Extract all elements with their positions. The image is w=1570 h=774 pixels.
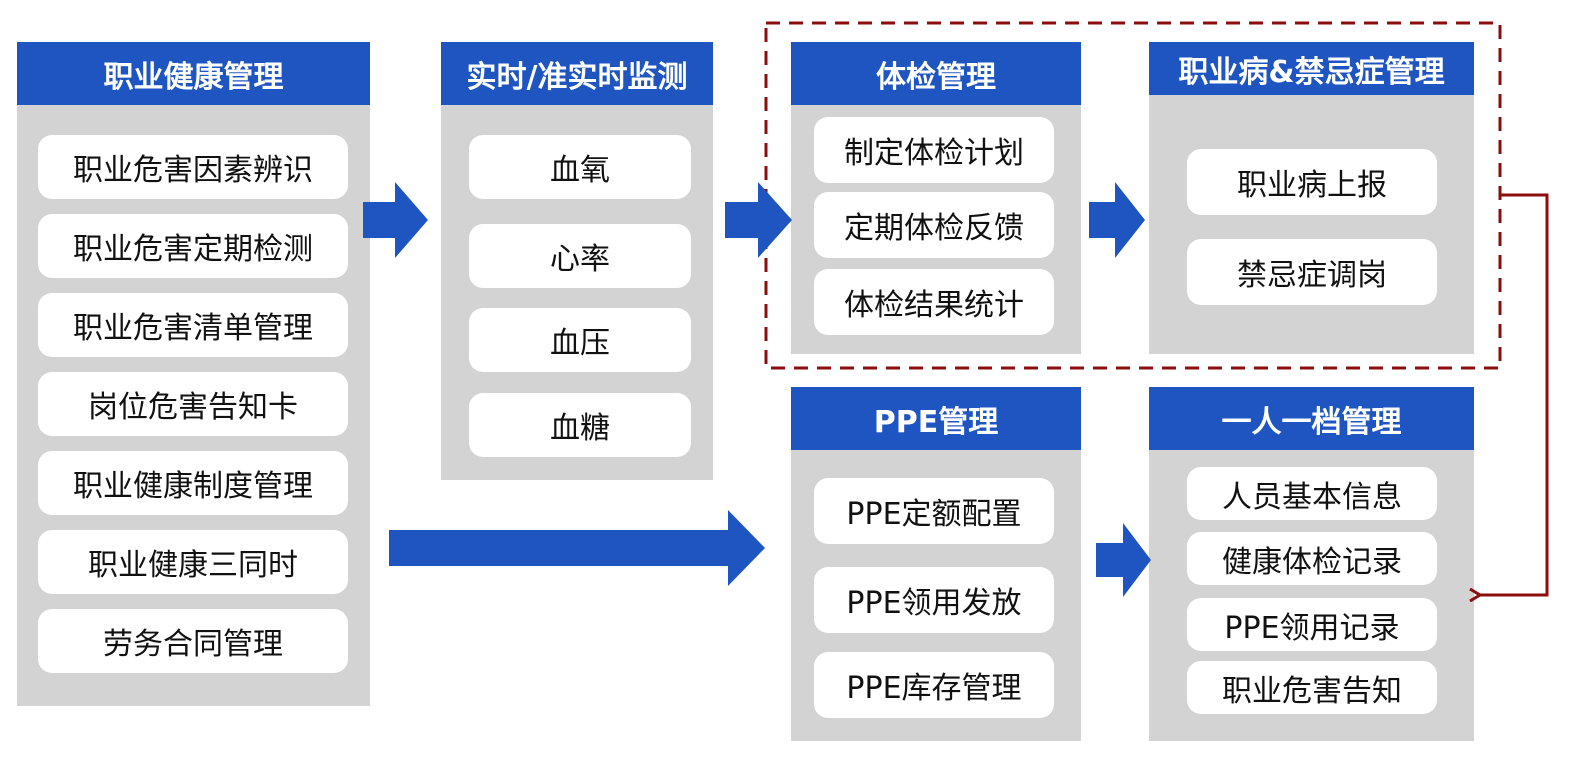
list-item: 职业健康制度管理 (38, 451, 348, 515)
arrow-ppe-to-archive (1096, 523, 1151, 597)
group-to-archive-connector (1480, 193, 1549, 595)
list-item: 职业危害定期检测 (38, 214, 348, 278)
list-item: 血压 (469, 308, 691, 372)
dashed-group-box (764, 21, 1502, 370)
panel-title: 实时/准实时监测 (441, 42, 713, 105)
list-item: 职业危害告知 (1187, 661, 1437, 714)
arrow-exam-to-disease (1089, 182, 1145, 258)
panel-title: 职业病&禁忌症管理 (1149, 42, 1474, 95)
list-item: 体检结果统计 (814, 269, 1054, 335)
list-item: PPE库存管理 (814, 652, 1054, 718)
list-item: 人员基本信息 (1187, 467, 1437, 520)
list-item: PPE定额配置 (814, 478, 1054, 544)
list-item: 劳务合同管理 (38, 609, 348, 673)
list-item: 血氧 (469, 135, 691, 199)
list-item: 职业健康三同时 (38, 530, 348, 594)
list-item: 定期体检反馈 (814, 192, 1054, 258)
panel-title: 职业健康管理 (17, 42, 370, 105)
list-item: 禁忌症调岗 (1187, 239, 1437, 305)
list-item: 职业危害清单管理 (38, 293, 348, 357)
panel-title: PPE管理 (791, 387, 1081, 450)
panel-physical-exam: 体检管理 制定体检计划 定期体检反馈 体检结果统计 (791, 42, 1081, 354)
panel-one-person-one-file: 一人一档管理 人员基本信息 健康体检记录 PPE领用记录 职业危害告知 (1149, 387, 1474, 741)
list-item: 心率 (469, 224, 691, 288)
list-item: PPE领用发放 (814, 567, 1054, 633)
panel-title: 体检管理 (791, 42, 1081, 105)
list-item: 岗位危害告知卡 (38, 372, 348, 436)
panel-occupational-disease: 职业病&禁忌症管理 职业病上报 禁忌症调岗 (1149, 42, 1474, 354)
panel-realtime-monitoring: 实时/准实时监测 血氧 心率 血压 血糖 (441, 42, 713, 480)
panel-ppe: PPE管理 PPE定额配置 PPE领用发放 PPE库存管理 (791, 387, 1081, 741)
list-item: 职业病上报 (1187, 149, 1437, 215)
arrow-health-to-monitor (363, 182, 428, 258)
panel-occupational-health: 职业健康管理 职业危害因素辨识 职业危害定期检测 职业危害清单管理 岗位危害告知… (17, 42, 370, 706)
list-item: 制定体检计划 (814, 117, 1054, 183)
list-item: 职业危害因素辨识 (38, 135, 348, 199)
list-item: PPE领用记录 (1187, 598, 1437, 651)
arrow-health-to-ppe (389, 510, 765, 586)
list-item: 血糖 (469, 393, 691, 457)
list-item: 健康体检记录 (1187, 532, 1437, 585)
panel-title: 一人一档管理 (1149, 387, 1474, 450)
arrow-monitor-to-exam (725, 182, 792, 258)
